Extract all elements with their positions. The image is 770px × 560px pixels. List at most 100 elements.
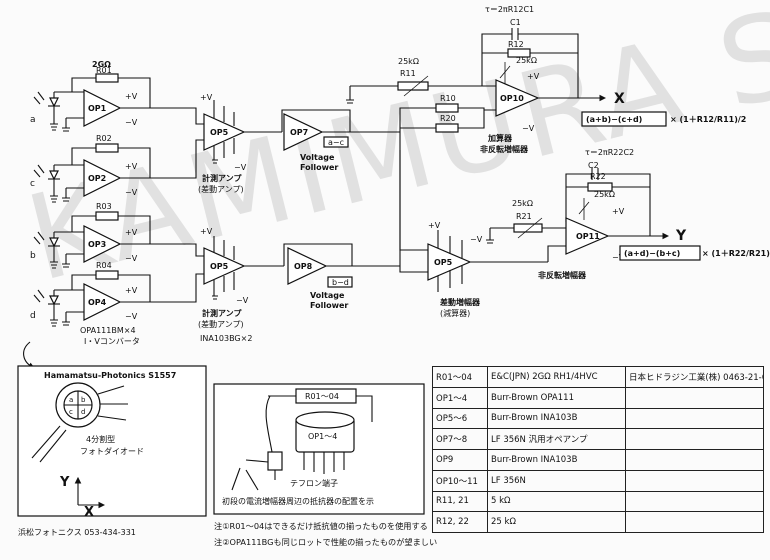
op5-bottom-vneg: −V — [236, 296, 249, 305]
axis-y-label: Y — [59, 475, 70, 490]
parts-cell-ref: OP9 — [432, 449, 488, 471]
op2-label: OP2 — [88, 174, 106, 183]
formula-box-y — [619, 245, 701, 261]
op5-bottom-vpos: +V — [200, 227, 213, 236]
formula-x-suffix: × (1＋R12/R11)/2 — [670, 115, 746, 124]
parts-cell-desc: E&C(JPN) 2GΩ RH1/4HVC — [487, 366, 626, 388]
mount-caption: 初段の電流増幅器周辺の抵抗器の配置を示 — [222, 496, 374, 506]
instr-amp-bottom-sub: (差動アンプ) — [198, 319, 244, 329]
photodiode-box: Hamamatsu-Photonics S1557 a b c d 4分割型 フ… — [17, 365, 207, 520]
axis-x-label: X — [84, 505, 94, 520]
parts-cell-desc: Burr-Brown OPA111 — [487, 386, 626, 409]
noninv-y-label: 非反転増幅器 — [538, 270, 587, 280]
op10-label: OP10 — [500, 94, 524, 103]
signal-b-minus-d: b−d — [332, 278, 349, 287]
op4-vneg: −V — [125, 312, 138, 321]
quadrant-c: c — [69, 408, 73, 416]
vf1-line1: Voltage — [300, 153, 335, 162]
tau-y: τ＝2πR22C2 — [585, 148, 634, 157]
op4-symbol — [83, 283, 122, 321]
mount-opamp-label: OP1〜4 — [308, 432, 337, 441]
resistor-r01 — [95, 73, 119, 83]
note-1: 注①R01〜04はできるだけ抵抗値の揃ったものを使用する — [214, 521, 428, 531]
photodiode-b — [33, 231, 72, 269]
r10-label: R10 — [440, 94, 456, 103]
op3-vneg: −V — [125, 254, 138, 263]
c2-label: C2 — [588, 161, 599, 170]
teflon-terminal-label: テフロン端子 — [290, 478, 338, 488]
quadrant-b: b — [81, 396, 86, 404]
parts-cell-ref: OP7〜8 — [432, 428, 488, 450]
parts-cell-note — [625, 490, 764, 513]
parts-cell-note — [625, 449, 764, 471]
op1-block: OP1 2GΩ R01 +V −V — [62, 60, 151, 132]
quadrant-a: a — [69, 396, 73, 404]
photodiode-a — [33, 91, 72, 131]
r21-label: R21 — [516, 212, 532, 221]
op2-vpos: +V — [125, 162, 138, 171]
formula-x: (a+b)−(c+d) — [586, 115, 642, 124]
op3-block: OP3 R03 +V −V — [62, 202, 151, 268]
op2-block: OP2 R02 +V −V — [62, 134, 151, 202]
r12-trim-value: 25kΩ — [516, 56, 537, 65]
signal-box-b-d — [327, 276, 353, 288]
parts-cell-desc: 25 kΩ — [487, 511, 626, 533]
op7-block: OP7 a−c Voltage Follower — [281, 109, 400, 172]
resistor-r10 — [435, 103, 459, 113]
r11-value: 25kΩ — [398, 57, 419, 66]
parts-cell-ref: R12, 22 — [432, 511, 488, 533]
parts-cell-desc: LF 356N — [487, 469, 626, 492]
ina-count-note: INA103BG×2 — [200, 334, 252, 343]
c1-label: C1 — [510, 18, 521, 27]
op5-top-block: OP5 +V −V 計測アンプ (差動アンプ) — [150, 93, 282, 194]
parts-cell-ref: OP5〜6 — [432, 407, 488, 430]
formula-y: (a+d)−(b+c) — [624, 249, 680, 258]
r03-label: R03 — [96, 202, 112, 211]
signal-box-a-c — [323, 136, 349, 148]
diff-amp-sub: (減算器) — [440, 308, 470, 318]
r22-label: R22 — [590, 172, 606, 181]
op-count-note: OPA111BM×4 — [80, 326, 136, 335]
parts-cell-note — [625, 428, 764, 450]
op5-bottom-symbol — [203, 247, 246, 285]
parts-cell-note — [625, 386, 764, 409]
parts-cell-note — [625, 407, 764, 430]
noninv-x-label: 非反転増幅器 — [480, 144, 529, 154]
r02-label: R02 — [96, 134, 112, 143]
vf1-line2: Follower — [300, 163, 338, 172]
r12-label: R12 — [508, 40, 524, 49]
instr-amp-top-sub: (差動アンプ) — [198, 184, 244, 194]
diff-amp-label: 差動増幅器 — [439, 297, 481, 307]
input-label-b: b — [30, 251, 36, 261]
iv-converter-note: I・Vコンバータ — [84, 337, 140, 346]
adder-label: 加算器 — [487, 133, 513, 143]
op2-vneg: −V — [125, 188, 138, 197]
parts-cell-note — [625, 469, 764, 492]
output-y: Y — [675, 228, 687, 244]
op1-label: OP1 — [88, 104, 107, 113]
r20-label: R20 — [440, 114, 456, 123]
mount-box: R01〜04 OP1〜4 テフロン端子 初段の電流増幅器周辺の抵抗器の配置を示 — [213, 383, 425, 515]
op5-top-vpos: +V — [200, 93, 213, 102]
parts-cell-ref: R01〜04 — [432, 366, 488, 388]
op8-label: OP8 — [294, 262, 313, 271]
tau-x: τ＝2πR12C1 — [485, 5, 534, 14]
instr-amp-top: 計測アンプ — [202, 173, 242, 183]
r01-value: 2GΩ — [92, 60, 111, 69]
instr-amp-bottom: 計測アンプ — [202, 308, 242, 318]
photodiode-d — [33, 289, 72, 327]
op5-bottom-block: OP5 +V −V 計測アンプ (差動アンプ) INA103BG×2 — [150, 227, 284, 343]
parts-cell-ref: OP1〜4 — [432, 386, 488, 409]
op10-block: τ＝2πR12C1 C1 R12 25kΩ OP10 +V −V X 25kΩ … — [346, 5, 746, 266]
op5-diff-vneg: −V — [470, 235, 483, 244]
op5-top-vneg: −V — [234, 163, 247, 172]
op10-vpos: +V — [527, 72, 540, 81]
r21-value: 25kΩ — [512, 199, 533, 208]
op4-label: OP4 — [88, 298, 107, 307]
op8-symbol — [287, 247, 328, 285]
